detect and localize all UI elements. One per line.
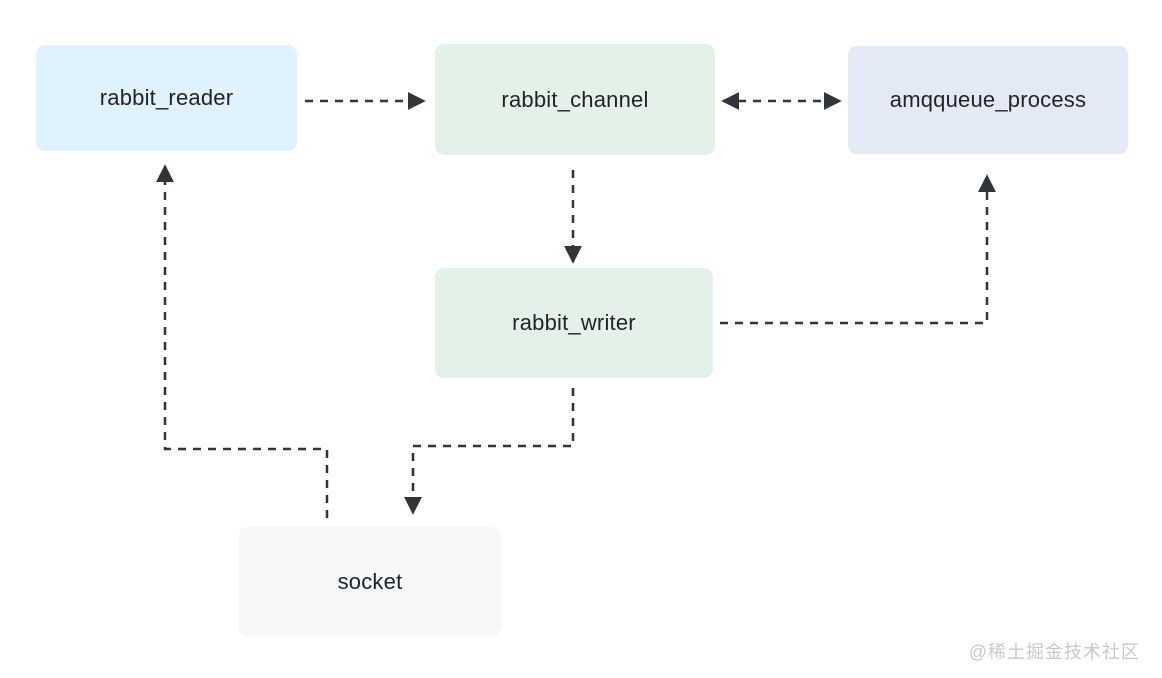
watermark: @稀土掘金技术社区 bbox=[968, 642, 1140, 662]
edge-socket-to-rabbit-reader bbox=[156, 164, 329, 518]
node-socket: socket bbox=[239, 527, 501, 636]
node-rabbit-writer-label: rabbit_writer bbox=[512, 310, 636, 335]
node-rabbit-reader: rabbit_reader bbox=[36, 45, 297, 151]
node-socket-label: socket bbox=[337, 568, 403, 594]
node-rabbit-writer: rabbit_writer bbox=[435, 268, 713, 378]
edge-rabbit-writer-to-socket bbox=[404, 388, 575, 515]
node-amqqueue-process: amqqueue_process bbox=[848, 46, 1128, 154]
node-rabbit-channel: rabbit_channel bbox=[435, 44, 715, 155]
node-rabbit-reader-label: rabbit_reader bbox=[99, 85, 234, 110]
edge-rabbit-writer-to-amqqueue-process bbox=[720, 174, 996, 325]
node-rabbit-channel-label: rabbit_channel bbox=[501, 86, 649, 112]
node-amqqueue-process-label: amqqueue_process bbox=[889, 87, 1087, 112]
